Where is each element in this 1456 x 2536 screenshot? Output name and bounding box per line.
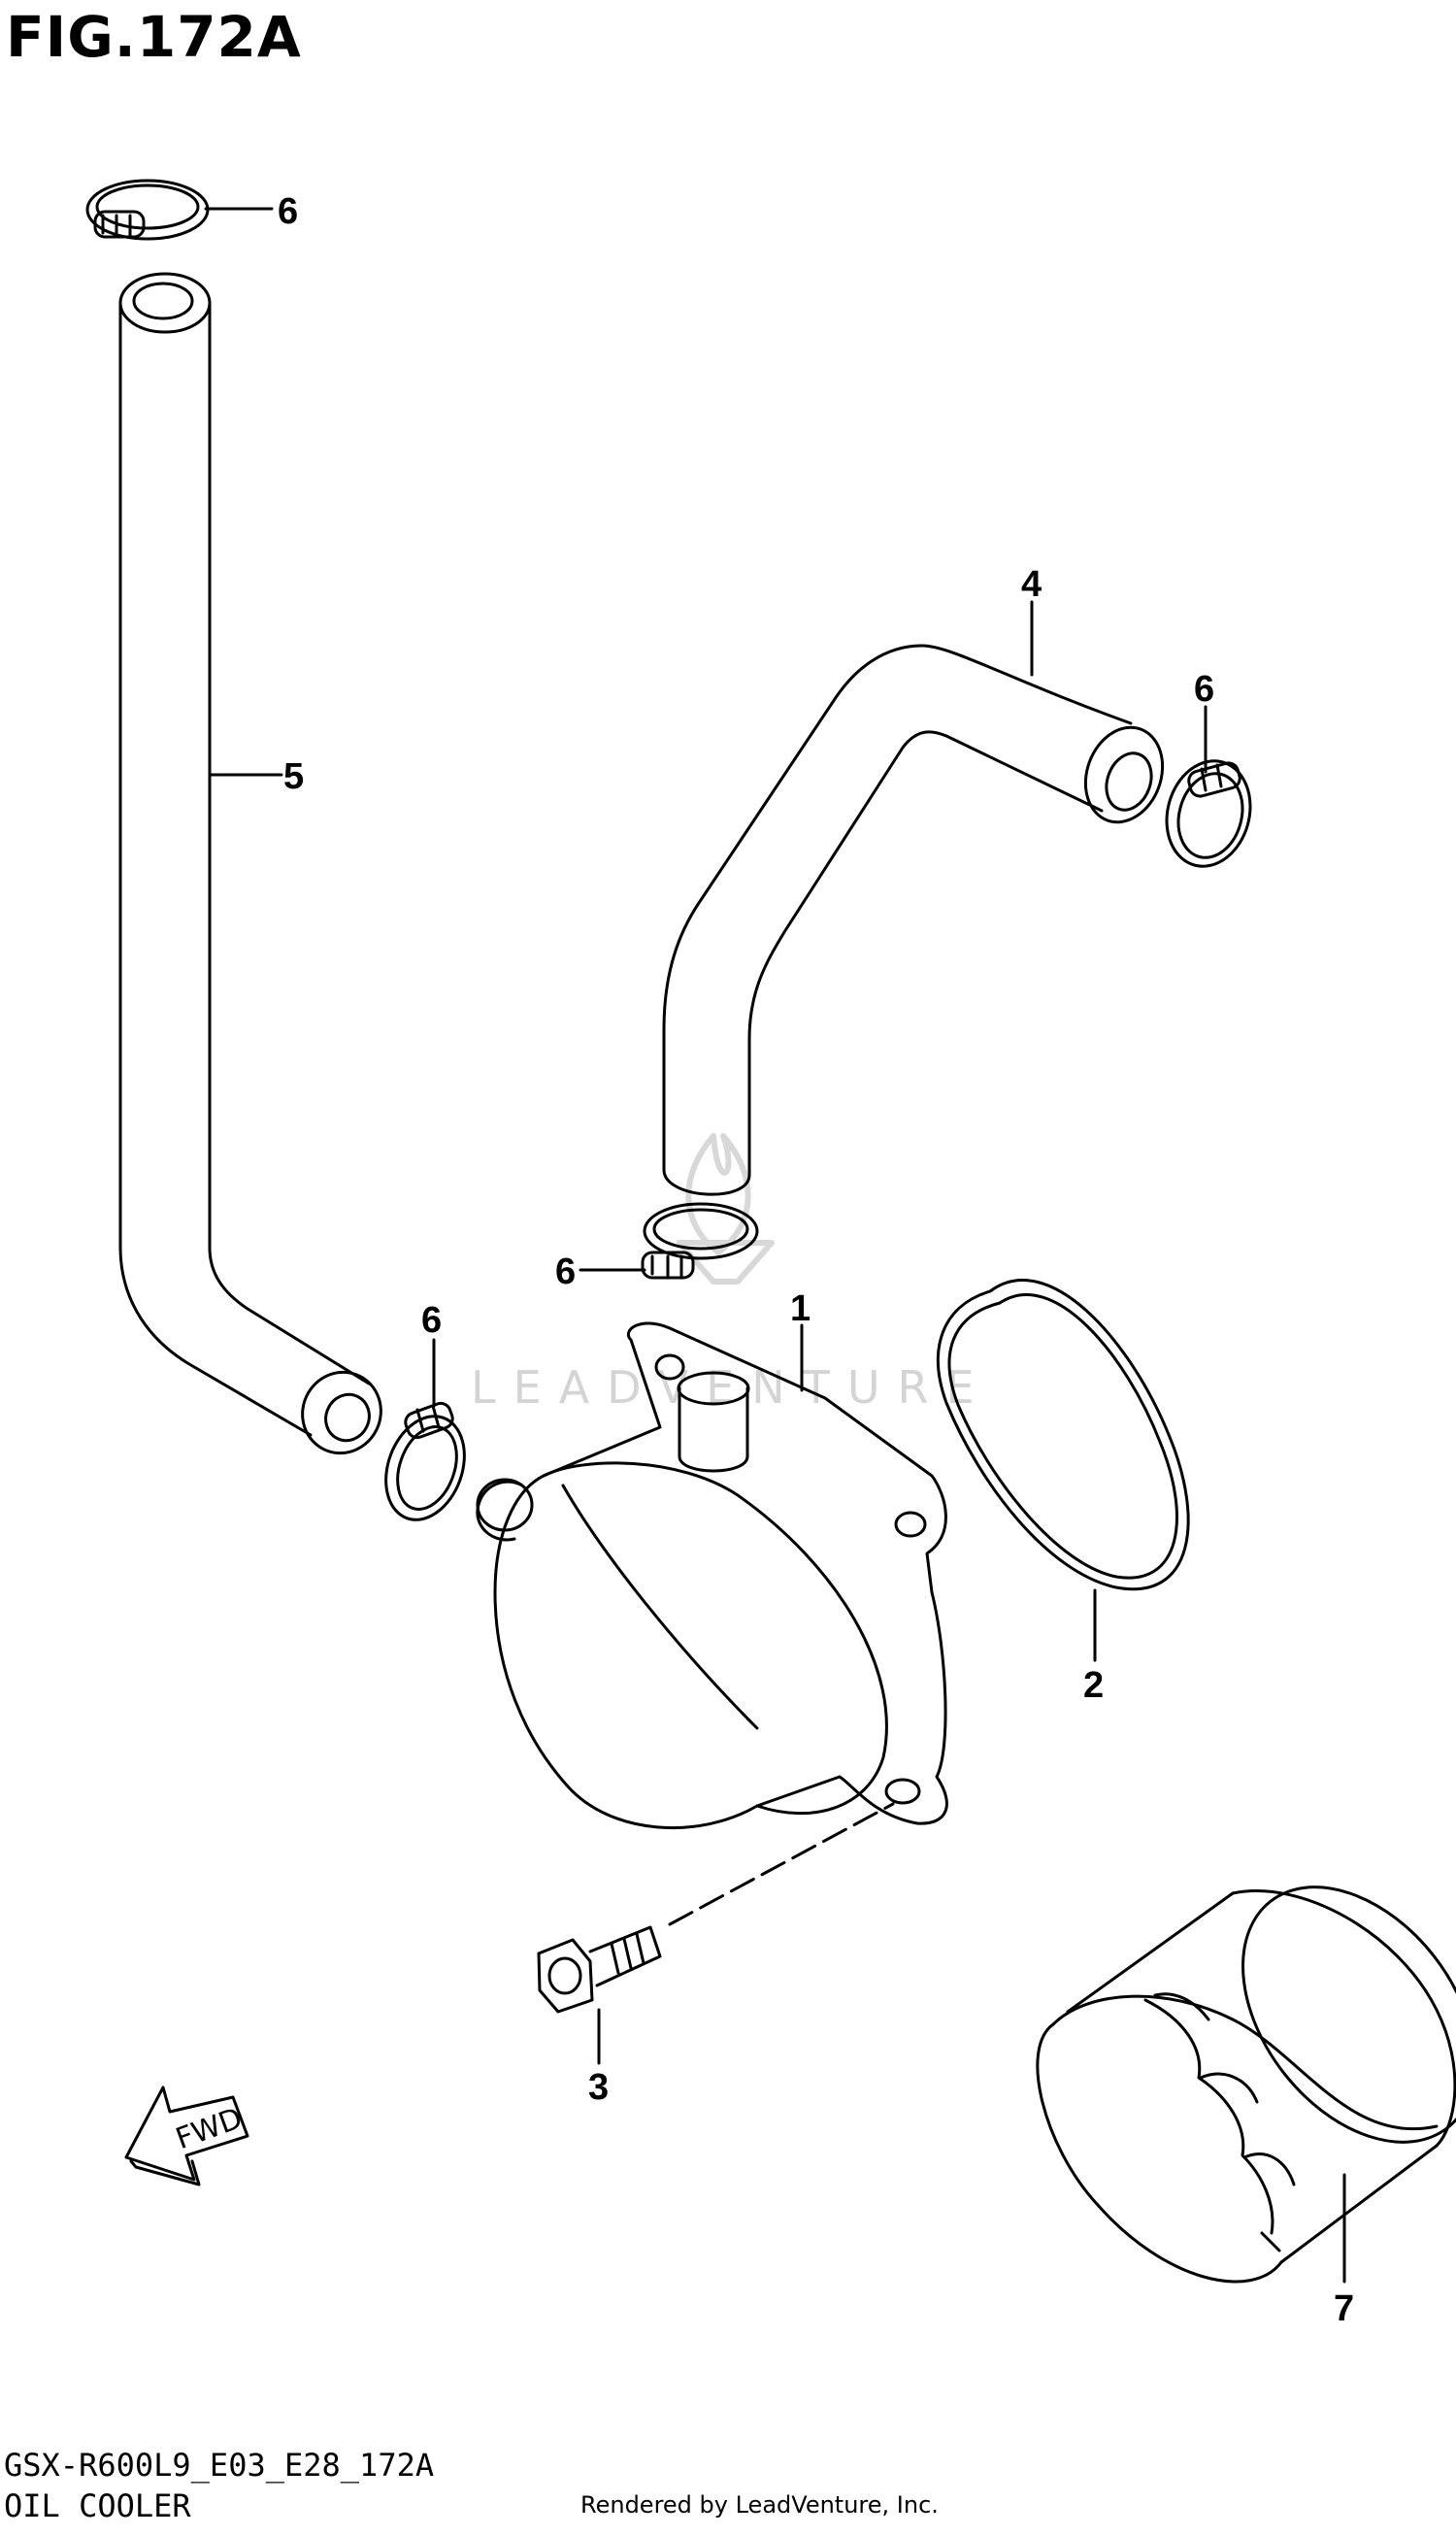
callout-3: 3 xyxy=(588,2067,609,2108)
watermark-text: LEADVENTURE xyxy=(471,1361,992,1414)
callout-5: 5 xyxy=(283,756,304,797)
hose-5[interactable] xyxy=(118,272,394,1466)
hose-clamp-middle[interactable] xyxy=(641,1202,759,1280)
bolt-center-line xyxy=(668,1802,895,1926)
model-code: GSX-R600L9_E03_E28_172A xyxy=(4,2447,435,2484)
hose-clamp-right[interactable] xyxy=(1155,751,1262,876)
callout-6-middle: 6 xyxy=(555,1251,576,1292)
callout-6-lower-left: 6 xyxy=(421,1300,442,1341)
section-name: OIL COOLER xyxy=(4,2487,191,2524)
o-ring[interactable] xyxy=(936,1279,1190,1591)
hose-4[interactable] xyxy=(662,644,1175,1196)
callout-1: 1 xyxy=(790,1288,811,1329)
figure-title: FIG.172A xyxy=(6,4,302,70)
oil-filter[interactable] xyxy=(1036,1843,1456,2284)
callout-2: 2 xyxy=(1083,1665,1104,1706)
oil-cooler-body[interactable] xyxy=(476,1321,948,1830)
hose-clamp-top[interactable] xyxy=(85,179,210,241)
watermark: LEADVENTURE xyxy=(471,1133,992,1414)
fwd-arrow-icon: FWD xyxy=(124,2086,249,2186)
callout-6-top: 6 xyxy=(278,191,298,232)
bolt[interactable] xyxy=(537,1925,662,2014)
callout-4: 4 xyxy=(1021,564,1042,605)
callout-6-right: 6 xyxy=(1194,669,1214,710)
rendered-by-credit: Rendered by LeadVenture, Inc. xyxy=(580,2491,939,2519)
hose-clamp-lower-left[interactable] xyxy=(372,1401,478,1531)
callout-7: 7 xyxy=(1334,2288,1354,2329)
